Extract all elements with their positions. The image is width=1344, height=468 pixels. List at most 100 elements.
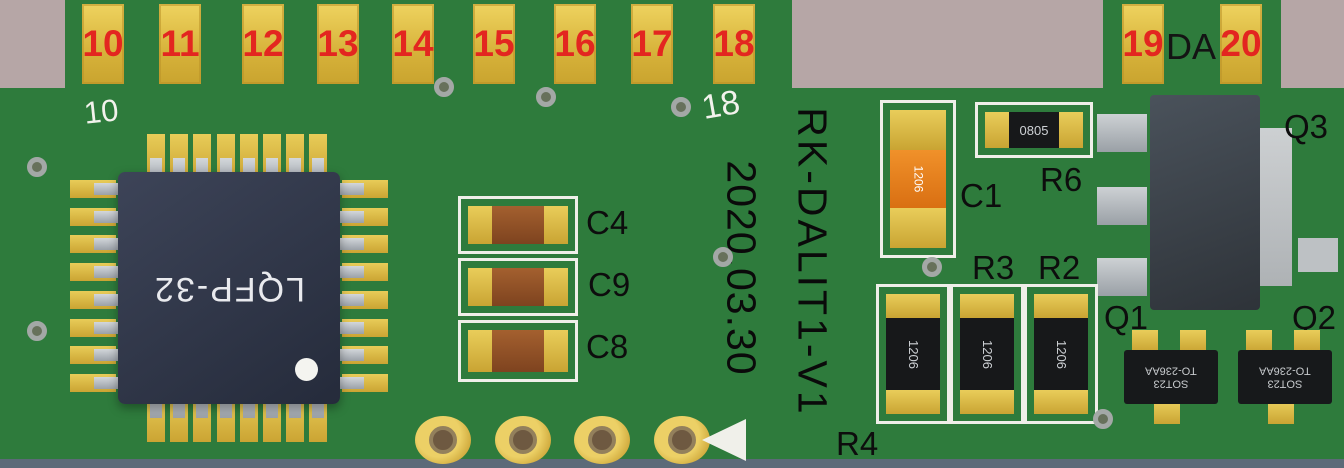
chip-pin	[336, 293, 364, 306]
edge-pad-20-number: 20	[1220, 23, 1262, 64]
c1-terminal-top	[890, 110, 946, 150]
chip-pin	[94, 183, 122, 195]
capacitor-c1: 1206	[880, 100, 956, 258]
edge-pad-10-number: 10	[82, 23, 124, 64]
mount-pad-3	[574, 416, 630, 464]
chip-pin	[94, 210, 122, 223]
chip-pin	[336, 210, 364, 223]
designator-q3: Q3	[1284, 108, 1329, 145]
via	[1093, 409, 1113, 429]
chip-resistor-2-size-code: 1206	[979, 339, 995, 369]
c4-terminal-left	[468, 206, 492, 244]
chip-pin	[336, 238, 364, 251]
chip-pin	[94, 321, 122, 334]
chip-resistor-2-terminal-top	[960, 294, 1014, 318]
chip-pin	[94, 266, 122, 279]
designator-r2: R2	[1038, 249, 1081, 286]
c4-terminal-right	[544, 206, 568, 244]
chip-pin	[94, 349, 122, 362]
silkscreen-date: 2020.03.30	[718, 160, 765, 376]
r6-terminal-left	[985, 112, 1009, 148]
chip-resistor-1-body: 1206	[886, 318, 940, 390]
q2-package-line1: SOT23	[1267, 377, 1303, 390]
via	[713, 247, 733, 267]
designator-c1: C1	[960, 177, 1003, 214]
mount-pad-2	[495, 416, 551, 464]
chip-pin1-dot	[295, 358, 318, 381]
chip-resistor-1-size-code: 1206	[905, 339, 921, 369]
q2-package-text: SOT23 TO-236AA	[1259, 364, 1311, 390]
q2-pad-1	[1246, 330, 1272, 352]
transistor-q1-body: SOT23 TO-236AA	[1124, 350, 1218, 404]
chip-resistor-1: 1206	[876, 284, 950, 424]
chip-resistor-3-terminal-top	[1034, 294, 1088, 318]
chip-resistor-2-body: 1206	[960, 318, 1014, 390]
edge-silver-pad	[1298, 238, 1338, 272]
capacitor-c9	[458, 258, 578, 316]
edge-pad-12: 12	[242, 4, 284, 84]
chip-pin	[94, 238, 122, 251]
designator-c8: C8	[586, 328, 629, 365]
edge-pad-16: 16	[554, 4, 596, 84]
edge-pad-10: 10	[82, 4, 124, 84]
mount-hole-4	[668, 426, 696, 454]
transistor-q2-body: SOT23 TO-236AA	[1238, 350, 1332, 404]
da-label: DA	[1166, 26, 1217, 67]
edge-pad-18-number: 18	[713, 23, 755, 64]
r6-body: 0805	[1009, 112, 1059, 148]
chip-resistor-1-terminal-bottom	[886, 390, 940, 414]
chip-resistor-2: 1206	[950, 284, 1024, 424]
c1-body: 1206	[890, 150, 946, 208]
edge-pad-13: 13	[317, 4, 359, 84]
q1-package-line2: TO-236AA	[1145, 365, 1197, 377]
chip-pin	[336, 183, 364, 195]
edge-pad-16-number: 16	[554, 23, 596, 64]
chip-resistor-3: 1206	[1024, 284, 1098, 424]
q3-pin-1	[1097, 114, 1147, 152]
chip-pin	[336, 349, 364, 362]
mount-pad-4	[654, 416, 710, 464]
q3-tab	[1258, 128, 1292, 286]
chip-pin	[94, 293, 122, 306]
chip-resistor-1-terminal-top	[886, 294, 940, 318]
via	[671, 97, 691, 117]
q2-pad-3	[1268, 402, 1294, 424]
q2-package-line2: TO-236AA	[1259, 365, 1311, 377]
board-bottom-edge	[0, 459, 1344, 468]
edge-pad-11-number: 11	[160, 23, 200, 64]
designator-r6: R6	[1040, 161, 1083, 198]
via	[434, 77, 454, 97]
chip-pin	[336, 321, 364, 334]
edge-pad-20: 20	[1220, 4, 1262, 84]
chip-resistor-3-body: 1206	[1034, 318, 1088, 390]
edge-pad-17: 17	[631, 4, 673, 84]
resistor-r6: 0805	[975, 102, 1093, 158]
edge-pad-13-number: 13	[317, 23, 359, 64]
q1-package-line1: SOT23	[1153, 377, 1189, 390]
c4-body	[492, 206, 544, 244]
q1-pad-1	[1132, 330, 1158, 352]
edge-pad-11: 11	[159, 4, 201, 84]
edge-pad-19-number: 19	[1122, 23, 1164, 64]
edge-pad-15: 15	[473, 4, 515, 84]
silkscreen-pin10-label: 10	[82, 92, 121, 131]
r6-size-code: 0805	[1019, 122, 1049, 138]
c8-terminal-right	[544, 330, 568, 372]
c9-terminal-right	[544, 268, 568, 306]
silkscreen-arrow	[702, 419, 746, 461]
designator-r4: R4	[836, 425, 879, 462]
c8-body	[492, 330, 544, 372]
q3-pin-2	[1097, 187, 1147, 225]
c9-terminal-left	[468, 268, 492, 306]
chip-pin	[336, 376, 364, 389]
designator-r3: R3	[972, 249, 1015, 286]
chip-pin	[336, 266, 364, 279]
edge-pad-19: 19	[1122, 4, 1164, 84]
q3-pin-3	[1097, 258, 1147, 296]
silkscreen-pin18-label: 18	[698, 83, 743, 128]
designator-c9: C9	[588, 266, 631, 303]
q2-pad-2	[1294, 330, 1320, 352]
mount-hole-2	[509, 426, 537, 454]
transistor-q3-body	[1150, 95, 1260, 310]
